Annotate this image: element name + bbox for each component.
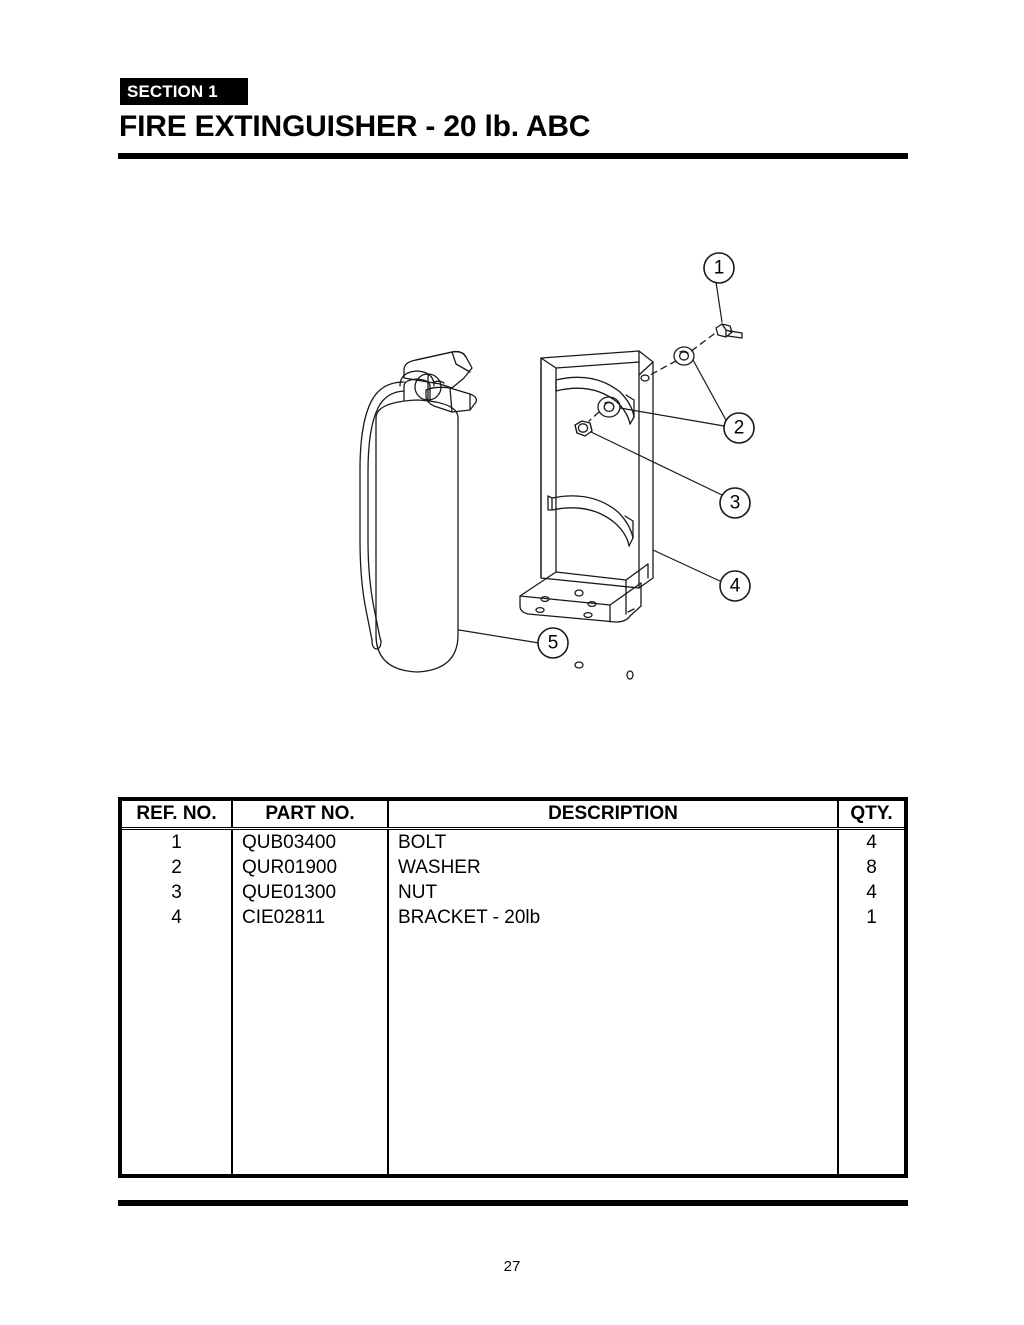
- column-header-qty: QTY.: [838, 801, 904, 830]
- svg-text:4: 4: [730, 576, 741, 597]
- svg-text:3: 3: [730, 493, 741, 514]
- table-header-row: REF. NO. PART NO. DESCRIPTION QTY.: [122, 801, 904, 830]
- cell-qty: 1: [866, 907, 877, 928]
- cell-part-no: QUE01300: [232, 880, 389, 905]
- table-row: 4 CIE02811 BRACKET - 20lb 1: [122, 905, 904, 930]
- cell-part-no: CIE02811: [232, 905, 389, 930]
- cell-description: NUT: [388, 880, 839, 905]
- exploded-view-illustration: 1 2 3 4 5: [0, 210, 1024, 710]
- cell-qty: 4: [866, 882, 877, 903]
- footer-rule: [118, 1200, 908, 1206]
- hardware-drawing: [574, 323, 743, 437]
- cell-empty-part: [232, 930, 389, 1174]
- callout-balloon-2: 2: [723, 412, 755, 444]
- cell-description: BRACKET - 20lb: [388, 905, 839, 930]
- table-row: 1 QUB03400 BOLT 4: [122, 828, 904, 855]
- fire-extinguisher-drawing: [359, 350, 478, 673]
- cell-part-no: QUR01900: [232, 855, 389, 880]
- cell-ref-no: 1: [122, 828, 233, 855]
- section-tag-label: SECTION 1: [127, 82, 218, 101]
- parts-table: REF. NO. PART NO. DESCRIPTION QTY. 1 QUB…: [118, 797, 908, 1178]
- table-empty-space: [122, 930, 904, 1174]
- callout-balloon-1: 1: [703, 252, 735, 284]
- callout-leader-lines: [458, 281, 728, 644]
- cell-qty: 8: [866, 857, 877, 878]
- table-row: 3 QUE01300 NUT 4: [122, 880, 904, 905]
- svg-text:1: 1: [714, 258, 725, 279]
- cell-part-no: QUB03400: [232, 828, 389, 855]
- column-header-description: DESCRIPTION: [388, 801, 839, 830]
- callout-balloons: 1 2 3 4 5: [537, 252, 755, 659]
- cell-qty: 4: [866, 832, 877, 853]
- table-row: 2 QUR01900 WASHER 8: [122, 855, 904, 880]
- callout-balloon-4: 4: [719, 570, 751, 602]
- cell-ref-no: 4: [122, 905, 233, 930]
- page-number: 27: [503, 1258, 521, 1275]
- cell-empty-desc: [388, 930, 839, 1174]
- column-header-ref-no: REF. NO.: [122, 801, 233, 830]
- cell-description: WASHER: [388, 855, 839, 880]
- column-header-part-no: PART NO.: [232, 801, 389, 830]
- cell-empty-ref: [122, 930, 233, 1174]
- cell-ref-no: 3: [122, 880, 233, 905]
- cell-description: BOLT: [388, 828, 839, 855]
- svg-text:2: 2: [734, 418, 745, 439]
- page-title: FIRE EXTINGUISHER - 20 lb. ABC: [119, 110, 591, 143]
- callout-balloon-5: 5: [537, 627, 569, 659]
- cell-empty-qty: [838, 930, 904, 1174]
- callout-balloon-3: 3: [719, 487, 751, 519]
- mounting-bracket-drawing: [519, 350, 654, 680]
- header-rule: [118, 153, 908, 159]
- svg-text:5: 5: [548, 633, 559, 654]
- cell-ref-no: 2: [122, 855, 233, 880]
- section-tag: SECTION 1: [120, 78, 248, 105]
